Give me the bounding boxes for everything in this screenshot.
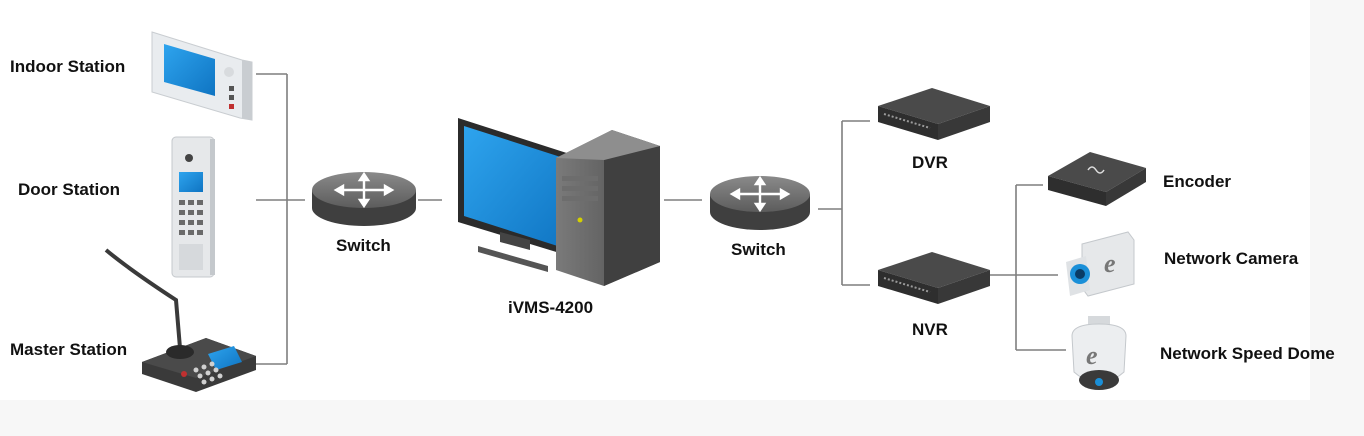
- label-dvr: DVR: [912, 153, 948, 172]
- master-station-device: [104, 248, 256, 392]
- dvr-device: [878, 88, 990, 140]
- label-network-camera: Network Camera: [1164, 249, 1299, 268]
- ivms-computer-device: [458, 118, 660, 286]
- label-door-station: Door Station: [18, 180, 120, 199]
- network-speed-dome-device: e: [1071, 316, 1127, 390]
- indoor-station-device: [151, 31, 253, 121]
- label-switch-left: Switch: [336, 236, 391, 255]
- label-nvr: NVR: [912, 320, 948, 339]
- svg-text:e: e: [1086, 341, 1098, 370]
- network-camera-device: e: [1066, 231, 1135, 297]
- label-master-station: Master Station: [10, 340, 128, 359]
- label-indoor-station: Indoor Station: [10, 57, 126, 76]
- label-ivms-4200: iVMS-4200: [508, 298, 594, 317]
- encoder-device: [1048, 152, 1146, 206]
- switch-left-device: [312, 171, 416, 226]
- label-network-speed-dome: Network Speed Dome: [1160, 344, 1335, 363]
- label-switch-right: Switch: [731, 240, 786, 259]
- label-encoder: Encoder: [1163, 172, 1232, 191]
- nvr-device: [878, 252, 990, 304]
- svg-text:e: e: [1104, 249, 1116, 278]
- switch-right-device: [710, 175, 810, 230]
- door-station-device: [171, 136, 215, 278]
- connection-lines: [256, 73, 1066, 365]
